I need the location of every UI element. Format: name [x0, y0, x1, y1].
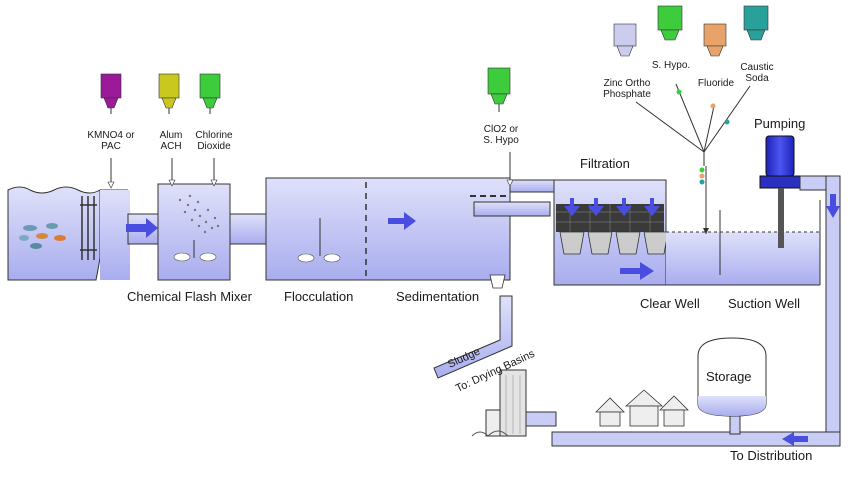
chemical-feed-kmno4 — [100, 73, 122, 189]
fluoride-label: Fluoride — [697, 78, 735, 89]
sedimentation-label: Sedimentation — [396, 289, 480, 304]
chlorine-dioxide-label: Chlorine Dioxide — [195, 130, 233, 152]
chemical-feed-s-hypo — [657, 5, 683, 41]
city-building-icon — [471, 369, 527, 437]
chemical-feed-alum — [158, 73, 180, 187]
houses-icon — [595, 389, 689, 427]
kmno4-label: KMNO4 or PAC — [87, 130, 135, 152]
clo2-label: ClO2 or S. Hypo — [483, 124, 519, 146]
flash-mixer-label: Chemical Flash Mixer — [127, 289, 252, 304]
flow-arrow-icon — [388, 212, 416, 230]
sludge-pipe — [433, 295, 513, 379]
intake-screen — [80, 196, 97, 260]
chemical-feed-zinc — [613, 23, 637, 57]
pump-icon — [759, 135, 801, 248]
fish-icon — [19, 223, 66, 249]
storage-tank — [697, 337, 767, 417]
storage-label: Storage — [706, 369, 752, 384]
flow-arrow-icon — [826, 194, 840, 218]
alum-label: Alum ACH — [159, 130, 183, 152]
intake-reservoir — [7, 186, 130, 281]
zinc-label: Zinc Ortho Phosphate — [603, 78, 651, 100]
clear-suction-well — [554, 166, 821, 286]
filtration-label: Filtration — [580, 156, 630, 171]
to-distribution-label: To Distribution — [730, 448, 813, 463]
pumping-label: Pumping — [754, 116, 806, 131]
flocculation-sedimentation-basin — [265, 177, 511, 289]
pipe-mixer-to-floc — [229, 213, 267, 245]
suction-well-label: Suction Well — [728, 296, 801, 311]
clear-well-label: Clear Well — [640, 296, 700, 311]
chemical-feed-lines — [635, 83, 751, 166]
flash-mixer-tank — [157, 183, 231, 281]
s-hypo-label: S. Hypo. — [651, 60, 691, 71]
flocculation-label: Flocculation — [284, 289, 354, 304]
pipe-to-filter — [473, 201, 551, 217]
chemical-feed-clo2 — [487, 67, 514, 187]
chemical-feed-caustic-soda — [743, 5, 769, 41]
flow-arrow-icon — [620, 262, 654, 280]
filter-unit — [553, 179, 669, 286]
chemical-feed-fluoride — [703, 23, 727, 57]
flow-arrow-icon — [126, 218, 158, 238]
chemical-feed-chlorine-dioxide — [199, 73, 221, 187]
caustic-soda-label: Caustic Soda — [740, 62, 774, 84]
flow-arrow-icon — [782, 432, 808, 446]
